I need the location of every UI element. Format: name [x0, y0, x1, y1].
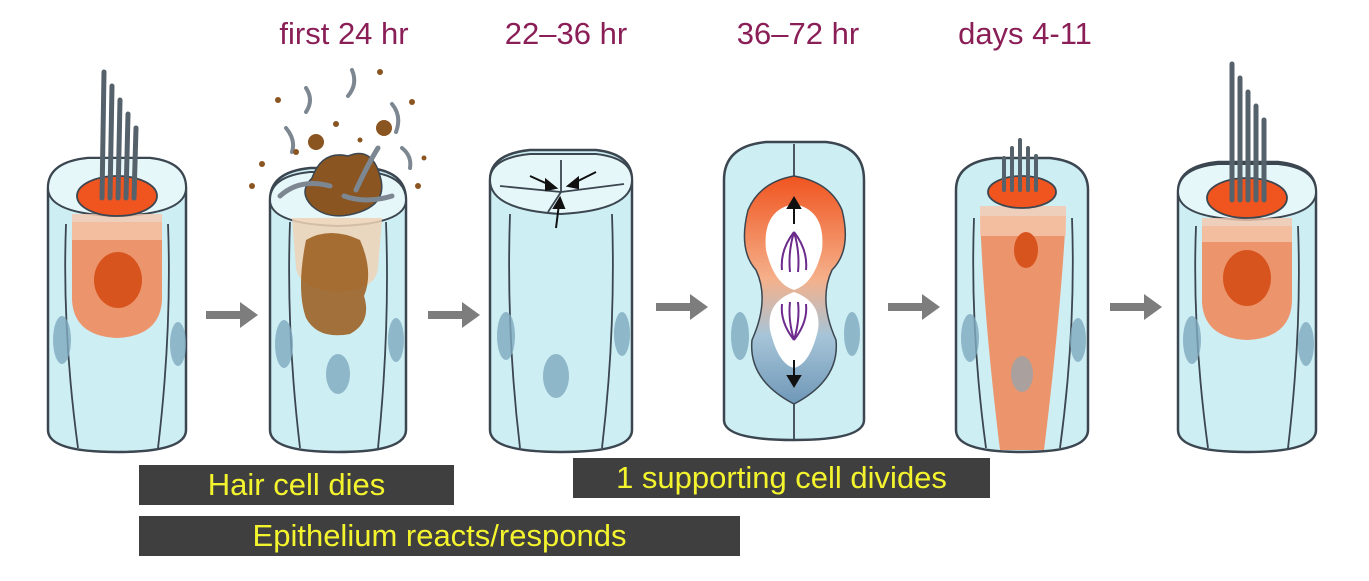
closure-arrows	[529, 171, 597, 229]
stage-3-closure	[488, 148, 634, 454]
division-arrows	[786, 196, 802, 388]
arrow-2	[428, 302, 480, 328]
progression-arrows	[206, 294, 1162, 328]
caption-supporting-cell-divides: 1 supporting cell divides	[573, 458, 990, 498]
broken-stereocilia	[277, 145, 395, 203]
arrow-4	[888, 294, 940, 320]
arrow-5	[1110, 294, 1162, 320]
immature-stereocilia	[1002, 138, 1038, 192]
degraded-cell-body	[301, 233, 369, 336]
arrow-1	[206, 302, 258, 328]
debris-particles	[249, 69, 427, 189]
stereocilia-bundle	[99, 69, 139, 201]
stage-6-regenerated-cell	[1176, 61, 1318, 454]
support-nucleus	[53, 316, 71, 364]
regenerated-stereocilia	[1229, 61, 1267, 203]
stage-4-division	[722, 140, 866, 442]
time-label-first-24hr: first 24 hr	[279, 16, 409, 51]
immature-hair-cell	[980, 216, 1066, 450]
hair-cell-nucleus	[94, 252, 142, 308]
arrow-3	[656, 294, 708, 320]
time-label-22-36hr: 22–36 hr	[504, 16, 628, 51]
floating-fragments	[284, 68, 413, 170]
chromosomes	[780, 231, 808, 341]
time-label-36-72hr: 36–72 hr	[736, 16, 860, 51]
stage-5-new-hair-cell	[954, 138, 1090, 454]
support-nucleus	[170, 322, 186, 366]
time-label-days-4-11: days 4-11	[958, 16, 1092, 51]
stage-1-hair-cell	[46, 69, 188, 454]
stage-2-dying-cell	[249, 68, 427, 454]
caption-epithelium-reacts: Epithelium reacts/responds	[139, 516, 740, 556]
caption-hair-cell-dies: Hair cell dies	[139, 465, 454, 505]
